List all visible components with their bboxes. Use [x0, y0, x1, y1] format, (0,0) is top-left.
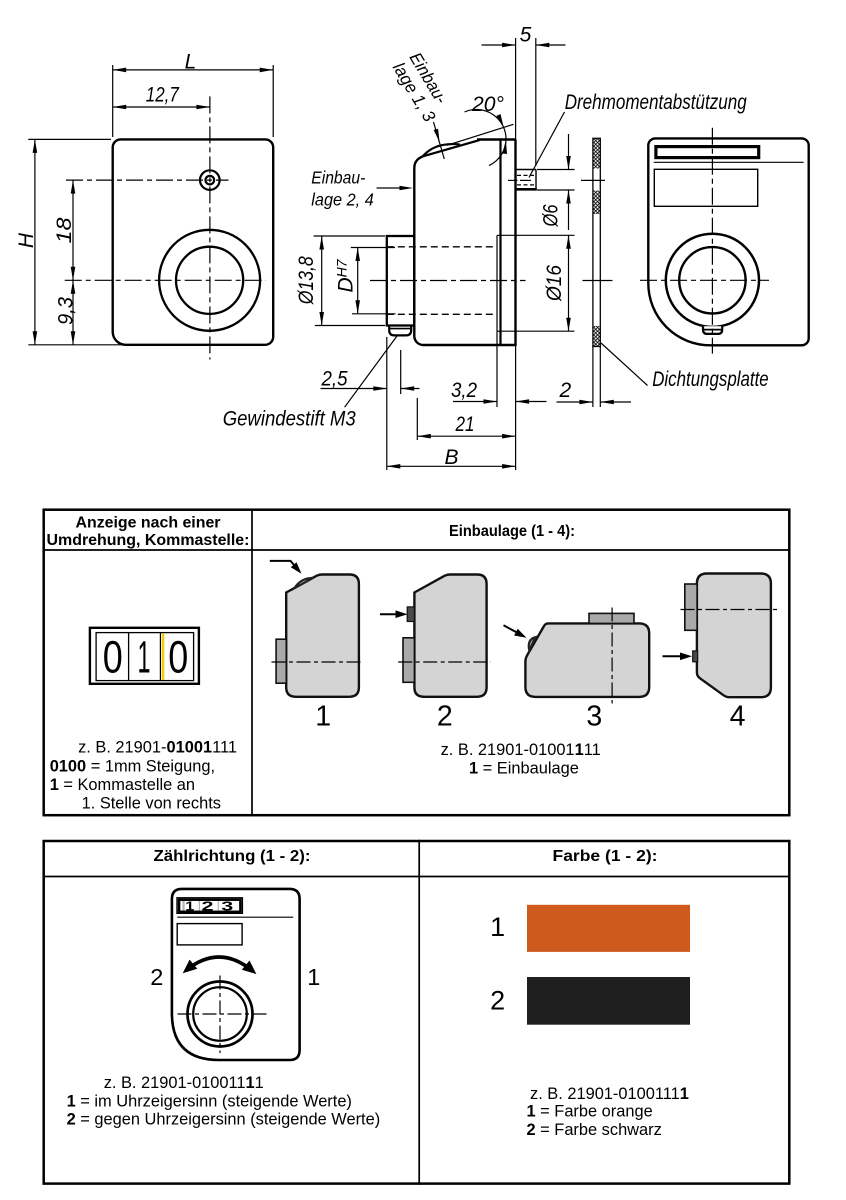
- svg-text:20°: 20°: [471, 93, 504, 116]
- svg-text:z. B. 21901-01001111: z. B. 21901-01001111: [104, 1074, 264, 1092]
- svg-text:1: 1: [138, 632, 151, 683]
- svg-text:2 = Farbe schwarz: 2 = Farbe schwarz: [527, 1121, 662, 1139]
- svg-text:z. B. 21901-01001111: z. B. 21901-01001111: [530, 1085, 689, 1103]
- svg-text:z. B. 21901-01001111: z. B. 21901-01001111: [78, 739, 237, 757]
- svg-text:1 = Einbaulage: 1 = Einbaulage: [469, 760, 579, 778]
- svg-text:9,3: 9,3: [55, 297, 78, 325]
- svg-text:Drehmomentabstützung: Drehmomentabstützung: [565, 91, 747, 114]
- svg-text:1: 1: [315, 701, 331, 733]
- svg-text:1: 1: [185, 898, 194, 913]
- svg-text:1 = Kommastelle an: 1 = Kommastelle an: [50, 776, 195, 794]
- svg-text:18: 18: [53, 217, 76, 243]
- svg-text:1. Stelle von rechts: 1. Stelle von rechts: [82, 794, 221, 812]
- svg-text:Einbau-: Einbau-: [311, 167, 365, 187]
- svg-text:3: 3: [221, 898, 233, 913]
- svg-text:1 = im Uhrzeigersinn (steigend: 1 = im Uhrzeigersinn (steigende Werte): [67, 1092, 352, 1110]
- svg-text:Anzeige nach einer: Anzeige nach einer: [76, 515, 221, 532]
- svg-text:4: 4: [730, 701, 746, 733]
- svg-text:Ø13,8: Ø13,8: [295, 256, 318, 305]
- svg-text:2 = gegen Uhrzeigersinn (steig: 2 = gegen Uhrzeigersinn (steigende Werte…: [67, 1111, 381, 1129]
- svg-text:5: 5: [520, 24, 532, 47]
- svg-text:Zählrichtung (1 - 2):: Zählrichtung (1 - 2):: [154, 848, 311, 865]
- svg-text:2: 2: [202, 898, 214, 913]
- svg-text:21: 21: [455, 413, 475, 436]
- svg-text:3: 3: [586, 701, 602, 733]
- svg-text:1 = Farbe orange: 1 = Farbe orange: [527, 1103, 653, 1121]
- svg-text:Einbaulage (1 - 4):: Einbaulage (1 - 4):: [449, 523, 575, 540]
- svg-text:Farbe (1 - 2):: Farbe (1 - 2):: [553, 848, 658, 865]
- svg-text:0100 = 1mm Steigung,: 0100 = 1mm Steigung,: [50, 758, 215, 776]
- svg-text:2: 2: [558, 379, 571, 402]
- svg-text:3,2: 3,2: [451, 379, 477, 402]
- svg-text:B: B: [444, 446, 458, 469]
- svg-text:2,5: 2,5: [321, 368, 348, 391]
- svg-text:Umdrehung, Kommastelle:: Umdrehung, Kommastelle:: [47, 532, 250, 549]
- svg-text:Ø16: Ø16: [543, 265, 566, 302]
- svg-text:z. B. 21901-01001111: z. B. 21901-01001111: [441, 741, 601, 759]
- svg-text:2: 2: [150, 964, 163, 990]
- svg-text:0: 0: [168, 632, 188, 683]
- svg-text:Ø6: Ø6: [540, 204, 563, 227]
- svg-text:lage 2, 4: lage 2, 4: [311, 189, 374, 209]
- svg-text:1: 1: [490, 912, 505, 942]
- svg-text:1: 1: [307, 964, 320, 990]
- svg-text:Dichtungsplatte: Dichtungsplatte: [652, 368, 769, 391]
- svg-text:L: L: [185, 50, 197, 73]
- svg-text:0: 0: [103, 632, 123, 683]
- svg-text:2: 2: [490, 986, 505, 1016]
- svg-text:12,7: 12,7: [146, 83, 180, 106]
- svg-text:H: H: [15, 232, 38, 248]
- svg-text:2: 2: [437, 701, 453, 733]
- svg-text:Gewindestift M3: Gewindestift M3: [223, 408, 356, 431]
